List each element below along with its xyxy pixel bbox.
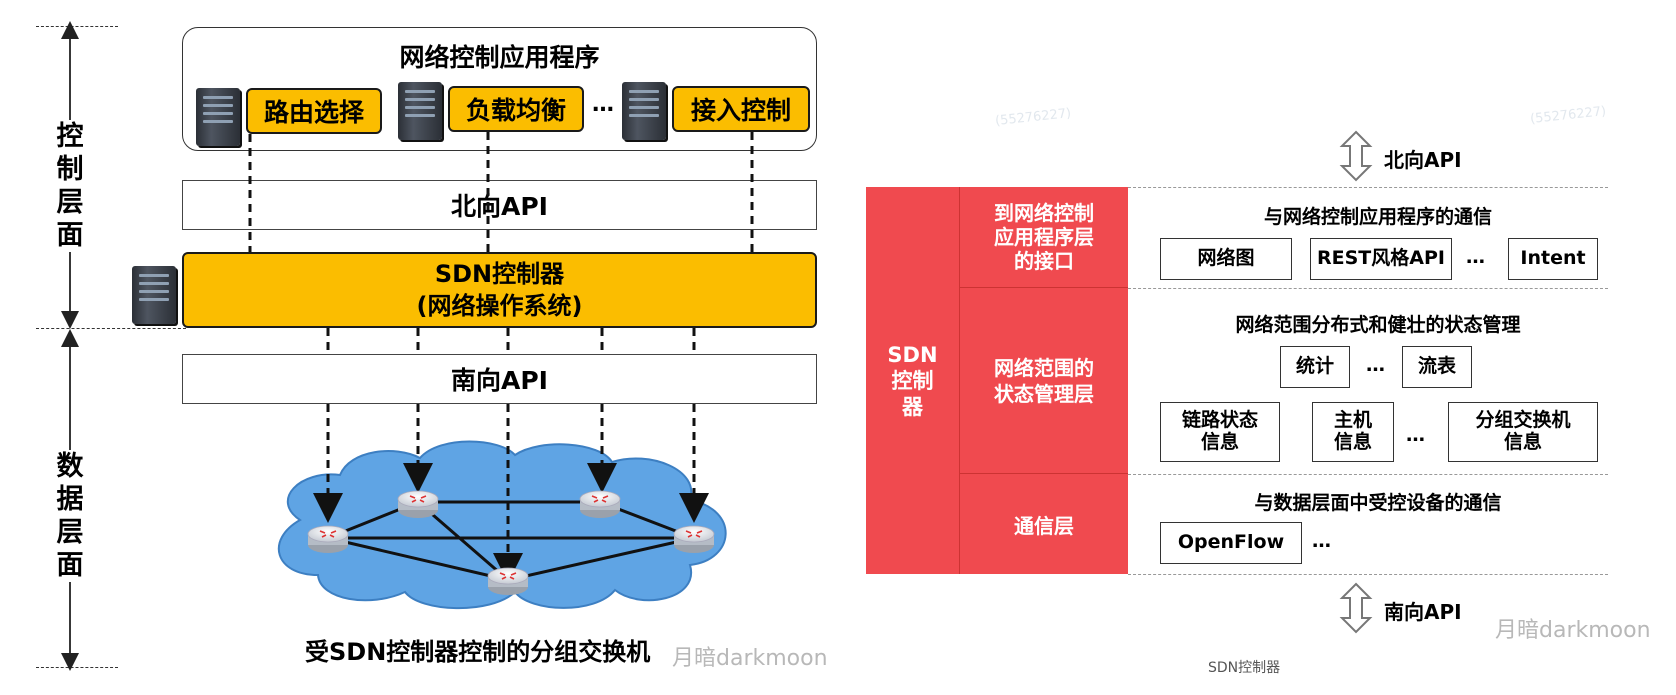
item-network-graph: 网络图	[1160, 238, 1292, 280]
left-caption: 受SDN控制器控制的分组交换机	[305, 638, 651, 666]
southbound-arrow-icon	[1339, 582, 1373, 634]
app-access-control: 接入控制	[672, 86, 810, 132]
apps-ellipsis: …	[592, 92, 614, 117]
northbound-arrow-icon	[1339, 130, 1373, 182]
item-link-state: 链路状态信息	[1160, 402, 1280, 462]
server-icon	[622, 82, 666, 140]
faint-watermark: (55276227)	[994, 106, 1072, 129]
layer1-ellipsis: …	[1466, 246, 1485, 268]
app-load-balancing: 负载均衡	[448, 86, 584, 132]
data-plane-label: 数据层面	[52, 450, 88, 582]
network-svg	[248, 132, 754, 610]
right-watermark: 月暗darkmoon	[1495, 618, 1651, 643]
southbound-api-bar: 南向API	[182, 354, 817, 404]
layer-comm-name: 通信层	[960, 474, 1128, 574]
left-watermark: 月暗darkmoon	[672, 646, 828, 671]
server-icon	[398, 82, 442, 140]
sdn-controller-box: SDN控制器 (网络操作系统)	[182, 252, 817, 328]
item-switch-info: 分组交换机信息	[1448, 402, 1598, 462]
divider	[1128, 288, 1608, 289]
router-icon	[487, 567, 529, 595]
layer2-ellipsis-row2: …	[1406, 424, 1425, 446]
app-layer-title: 网络控制应用程序	[399, 43, 600, 72]
app-layer-box	[182, 27, 817, 151]
item-flow-table: 流表	[1402, 346, 1472, 388]
router-icon	[307, 525, 349, 553]
layer-state-name: 网络范围的状态管理层	[960, 288, 1128, 474]
faint-watermark: (55276227)	[1529, 104, 1607, 127]
item-intent: Intent	[1508, 238, 1598, 280]
divider	[1128, 474, 1608, 475]
northbound-api-bar: 北向API	[182, 180, 817, 230]
layer-interface-name: 到网络控制应用程序层的接口	[960, 187, 1128, 288]
sdn-controller-label: SDN 控制器	[866, 187, 960, 574]
router-icon	[397, 490, 439, 518]
layer2-title: 网络范围分布式和健壮的状态管理	[1235, 314, 1521, 336]
layer2-ellipsis-row1: …	[1366, 354, 1385, 376]
item-rest-api: REST风格API	[1310, 238, 1452, 280]
router-icon	[579, 490, 621, 518]
controller-line1: SDN控制器	[434, 260, 565, 288]
item-openflow: OpenFlow	[1160, 522, 1302, 564]
server-icon	[132, 266, 176, 324]
right-northbound-api: 北向API	[1384, 148, 1462, 172]
item-host-info: 主机信息	[1312, 402, 1394, 462]
server-icon	[196, 88, 240, 146]
divider	[1128, 574, 1608, 575]
plane-divider-middle	[36, 328, 186, 329]
control-plane-label: 控制层面	[52, 120, 88, 252]
router-icon	[673, 525, 715, 553]
layer3-title: 与数据层面中受控设备的通信	[1254, 492, 1502, 514]
divider	[1128, 187, 1608, 188]
layer3-ellipsis: …	[1312, 530, 1331, 552]
item-statistics: 统计	[1280, 346, 1350, 388]
app-routing: 路由选择	[246, 88, 382, 134]
controller-line2: (网络操作系统)	[416, 292, 583, 320]
right-caption: SDN控制器	[1208, 660, 1281, 676]
right-southbound-api: 南向API	[1384, 600, 1462, 624]
layer1-title: 与网络控制应用程序的通信	[1263, 206, 1492, 228]
